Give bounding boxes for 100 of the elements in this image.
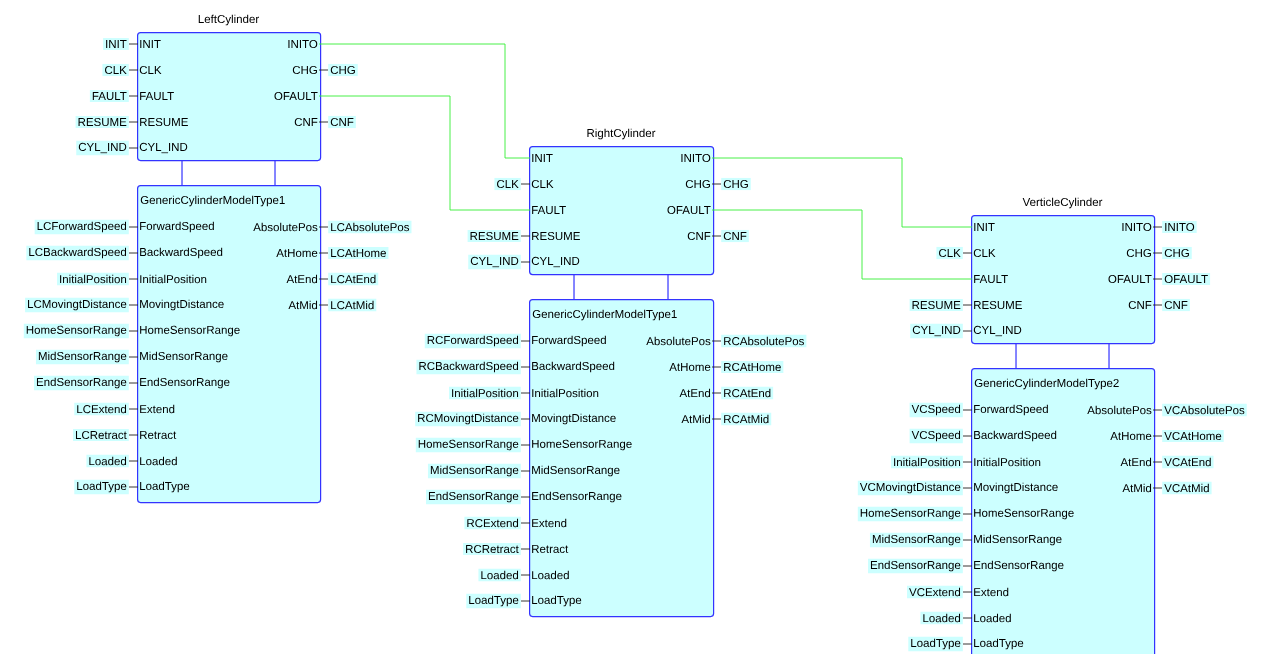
port-name: EndSensorRange — [140, 377, 230, 389]
variable-label: INITO — [1162, 220, 1197, 234]
port-name: EndSensorRange — [974, 560, 1064, 572]
connector-stub — [962, 591, 973, 593]
port-name: LoadType — [532, 595, 582, 607]
connector-stub — [711, 418, 722, 420]
variable-label: RESUME — [75, 115, 129, 129]
variable-label: LCAtMid — [328, 298, 377, 312]
connector-stub — [128, 278, 139, 280]
variable-label: RCForwardSpeed — [424, 333, 521, 349]
port-name: ForwardSpeed — [974, 404, 1048, 416]
variable-label: RCRetract — [463, 542, 521, 556]
port-name: BackwardSpeed — [140, 247, 223, 259]
port-name: OFAULT — [667, 205, 711, 215]
port-name: HomeSensorRange — [532, 439, 632, 451]
port-name: FAULT — [532, 206, 566, 214]
connector-stub — [128, 460, 139, 462]
connector-stub — [962, 617, 973, 619]
port-name: InitialPosition — [974, 457, 1041, 467]
port-name: Retract — [140, 431, 177, 439]
variable-label: RCBackwardSpeed — [416, 359, 521, 375]
connector-stub — [318, 278, 329, 280]
variable-label: VCAbsolutePos — [1162, 403, 1247, 417]
variable-label: OFAULT — [1162, 272, 1211, 286]
connector-stub — [962, 565, 973, 567]
port-name: MidSensorRange — [532, 465, 620, 477]
port-name: BackwardSpeed — [974, 430, 1057, 442]
connector-stub — [520, 444, 531, 446]
port-name: AtMid — [681, 414, 711, 424]
variable-label: LCBackwardSpeed — [26, 245, 129, 261]
variable-label: EndSensorRange — [426, 489, 521, 505]
port-name: CYL_IND — [973, 325, 1022, 337]
node-label: VerticleCylinder — [1022, 197, 1103, 209]
connector-stub — [318, 252, 329, 254]
connector-stub — [128, 226, 139, 228]
variable-label: Loaded — [478, 568, 521, 582]
port-name: InitialPosition — [140, 274, 207, 284]
port-name: OFAULT — [1108, 274, 1152, 284]
variable-label: VCExtend — [907, 585, 963, 599]
connector-stub — [128, 121, 139, 123]
connector-stub — [128, 356, 139, 358]
port-name: CYL_IND — [531, 256, 580, 268]
port-name: Loaded — [974, 613, 1011, 623]
port-name: Extend — [532, 518, 567, 528]
port-name: MovingtDistance — [974, 482, 1058, 494]
variable-label: RESUME — [467, 229, 521, 243]
node-label: RightCylinder — [587, 128, 656, 140]
connector-stub — [1152, 409, 1163, 411]
connector-stub — [128, 43, 139, 45]
connector-stub — [711, 235, 722, 237]
variable-label: LCExtend — [74, 402, 129, 416]
port-name: AbsolutePos — [253, 222, 318, 232]
variable-label: LoadType — [908, 636, 963, 652]
variable-label: MidSensorRange — [869, 532, 963, 548]
variable-label: EndSensorRange — [34, 375, 129, 391]
port-name: AtEnd — [286, 274, 318, 284]
connection-line — [318, 43, 531, 159]
connector-stub — [520, 522, 531, 524]
connector-stub — [962, 461, 973, 463]
connector-stub — [128, 434, 139, 436]
connector-stub — [128, 69, 139, 71]
variable-label: VCSpeed — [909, 428, 963, 444]
variable-label: HomeSensorRange — [857, 506, 963, 522]
connector-stub — [962, 539, 973, 541]
connector-stub — [520, 418, 531, 420]
connector-stub — [520, 340, 531, 342]
port-name: ForwardSpeed — [140, 221, 214, 233]
variable-label: RCAbsolutePos — [721, 334, 807, 348]
port-name: CHG — [685, 179, 710, 189]
connector-stub — [318, 69, 329, 71]
port-name: CNF — [687, 231, 711, 241]
port-name: AtMid — [1122, 483, 1152, 493]
port-name: INIT — [140, 40, 161, 48]
connector-stub — [962, 409, 973, 411]
connector-stub — [962, 252, 973, 254]
port-name: INIT — [974, 223, 995, 231]
port-name: CNF — [294, 117, 318, 127]
connector-stub — [128, 304, 139, 306]
connector-stub — [962, 643, 973, 645]
connector-stub — [1152, 226, 1163, 228]
variable-label: InitialPosition — [57, 272, 129, 286]
port-name: AtEnd — [1120, 457, 1152, 467]
connector-stub — [962, 304, 973, 306]
variable-label: CNF — [721, 229, 749, 243]
port-name: AtMid — [288, 300, 318, 310]
connector-stub — [128, 408, 139, 410]
port-name: Loaded — [532, 570, 569, 580]
connector-stub — [318, 121, 329, 123]
port-name: INIT — [532, 154, 553, 162]
connector-stub — [520, 366, 531, 368]
connector-stub — [128, 382, 139, 384]
variable-label: CNF — [1162, 298, 1190, 312]
port-name: Loaded — [140, 456, 177, 466]
variable-label: HomeSensorRange — [415, 437, 521, 453]
variable-label: RCAtMid — [721, 412, 772, 426]
variable-label: RCAtHome — [721, 360, 784, 374]
connector-stub — [962, 513, 973, 515]
connector-stub — [962, 435, 973, 437]
connector-stub — [128, 147, 139, 149]
connector-stub — [1152, 304, 1163, 306]
